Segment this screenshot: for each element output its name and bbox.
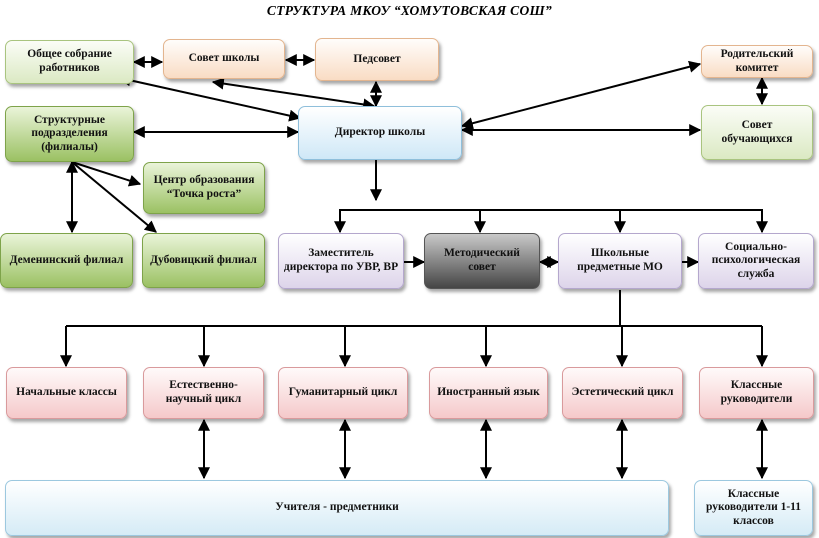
node-humanities-cycle: Гуманитарный цикл [278, 367, 408, 419]
node-parent-committee: Родительский комитет [701, 45, 813, 78]
node-methodical-council: Методический совет [424, 233, 540, 289]
diagram-title: СТРУКТУРА МКОУ “ХОМУТОВСКАЯ СОШ” [266, 3, 553, 18]
node-foreign-language: Иностранный язык [429, 367, 548, 419]
node-class-teachers: Классные руководители [699, 367, 814, 419]
node-school-council: Совет школы [163, 39, 285, 79]
node-tochka-rosta: Центр образования “Точка роста” [143, 162, 265, 214]
node-structural-divisions: Структурные подразделения (филиалы) [5, 106, 134, 162]
node-school-mo: Школьные предметные МО [558, 233, 682, 289]
node-class-teachers-1-11: Классные руководители 1-11 классов [694, 480, 813, 536]
node-dubovitsky-branch: Дубовицкий филиал [142, 233, 265, 288]
node-subject-teachers: Учителя - предметники [5, 480, 669, 536]
node-pedsovet: Педсовет [315, 38, 439, 81]
node-psych-service: Социально-психологическая служба [698, 233, 814, 289]
node-primary-classes: Начальные классы [6, 367, 127, 419]
node-director: Директор школы [298, 106, 462, 160]
node-natural-science-cycle: Естественно-научный цикл [143, 367, 264, 419]
node-aesthetic-cycle: Эстетический цикл [562, 367, 683, 419]
node-general-meeting: Общее собрание работников [5, 40, 134, 84]
node-deputy-director: Заместитель директора по УВР, ВР [278, 233, 404, 289]
node-deminsky-branch: Деменинский филиал [0, 233, 133, 288]
node-student-council: Совет обучающихся [701, 105, 813, 160]
